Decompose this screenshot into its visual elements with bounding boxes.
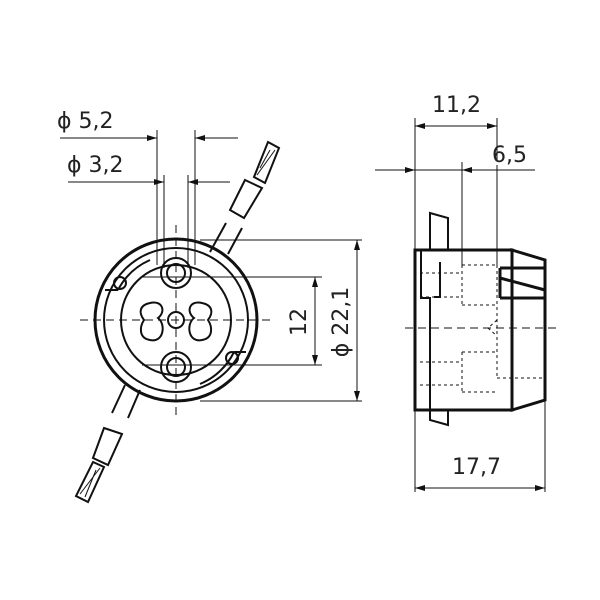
dim-total-length: 17,7 <box>414 400 546 492</box>
dim-label-depth-inner: 6,5 <box>492 143 527 168</box>
dim-label-body-diameter: ϕ 22,1 <box>329 287 354 358</box>
dim-label-pin-spacing: 12 <box>287 308 312 336</box>
dim-label-depth-upper: 11,2 <box>432 93 481 118</box>
inner-ring <box>103 247 249 393</box>
contact-slot-right <box>188 301 213 342</box>
inner-rim <box>105 259 246 385</box>
wire-upper <box>209 140 281 255</box>
dim-label-pin-outer: ϕ 5,2 <box>57 109 114 134</box>
dim-depth-inner: 6,5 <box>375 143 535 265</box>
contact-slot-left <box>139 301 164 342</box>
dim-pin-spacing: 12 <box>142 276 322 366</box>
front-view <box>74 140 281 504</box>
side-view <box>405 211 560 427</box>
dim-body-diameter: ϕ 22,1 <box>200 239 362 402</box>
dim-label-pin-inner: ϕ 3,2 <box>67 153 124 178</box>
dim-depth-upper: 11,2 <box>414 93 498 250</box>
dim-pin-inner: ϕ 3,2 <box>67 153 230 268</box>
wire-lower <box>74 384 141 504</box>
mount-hole-right <box>225 351 239 365</box>
dim-pin-outer: ϕ 5,2 <box>57 109 238 265</box>
dim-label-total-length: 17,7 <box>452 455 501 480</box>
mount-hole-left <box>113 276 127 290</box>
